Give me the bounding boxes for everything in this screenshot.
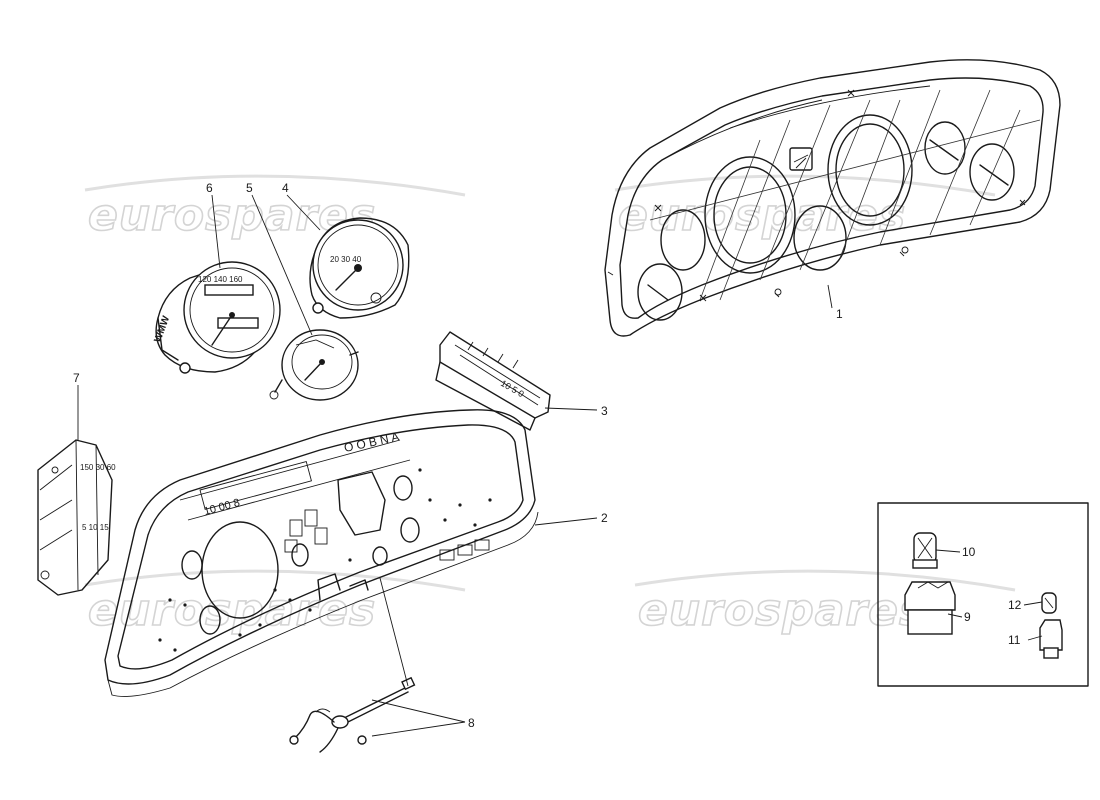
callout-9: 9 xyxy=(964,610,971,624)
part-5-small-gauge xyxy=(269,329,359,401)
part-12-small-bulb xyxy=(1041,592,1057,614)
part-2-holes xyxy=(158,468,492,652)
inset-box-bulbs xyxy=(877,502,1089,687)
part-7-scale-glyphs-2: 5 10 15 xyxy=(82,523,109,532)
callout-labels: 1 2 3 4 5 6 7 8 9 10 11 12 xyxy=(73,181,1022,730)
callout-10: 10 xyxy=(962,545,976,559)
callout-7: 7 xyxy=(73,371,80,385)
part-4-tachometer: 20 30 40 xyxy=(309,217,410,319)
part-2-terminals xyxy=(284,509,490,601)
warning-glyphs: O O B N A xyxy=(343,430,401,455)
part-7-side-gauge-module: 150 30 60 5 10 15 xyxy=(37,439,116,596)
watermarks: eurospares eurospares eurospares eurospa… xyxy=(84,174,1016,637)
part-6-speedometer: 120 140 160 WMW xyxy=(152,261,281,374)
callout-1: 1 xyxy=(836,307,843,321)
part-8-wiring-harness xyxy=(289,676,416,753)
callout-6: 6 xyxy=(206,181,213,195)
part-3-gauge-module: 10 5 0 xyxy=(435,331,551,431)
leader-lines xyxy=(77,194,1043,737)
part-10-bulb xyxy=(912,532,938,569)
watermark-top-right: eurospares xyxy=(618,190,906,241)
speedo-dial-glyphs: 120 140 160 xyxy=(198,275,243,284)
callout-3: 3 xyxy=(601,404,608,418)
watermark-bottom-right: eurospares xyxy=(638,585,926,636)
tacho-dial-glyphs: 20 30 40 xyxy=(330,255,362,264)
part-2-cluster-housing: 10 00 8 O O B N A xyxy=(104,409,539,697)
part-1-instrument-cluster xyxy=(604,59,1061,337)
part-7-scale-glyphs: 150 30 60 xyxy=(80,463,116,472)
part-9-socket xyxy=(904,581,956,635)
callout-8: 8 xyxy=(468,716,475,730)
callout-12: 12 xyxy=(1008,598,1022,612)
part-11-small-socket xyxy=(1039,619,1063,659)
callout-5: 5 xyxy=(246,181,253,195)
callout-2: 2 xyxy=(601,511,608,525)
callout-4: 4 xyxy=(282,181,289,195)
part-2-bulb-sockets xyxy=(181,475,420,635)
odometer-glyphs: 10 00 8 xyxy=(203,497,242,518)
callout-11: 11 xyxy=(1008,633,1021,647)
